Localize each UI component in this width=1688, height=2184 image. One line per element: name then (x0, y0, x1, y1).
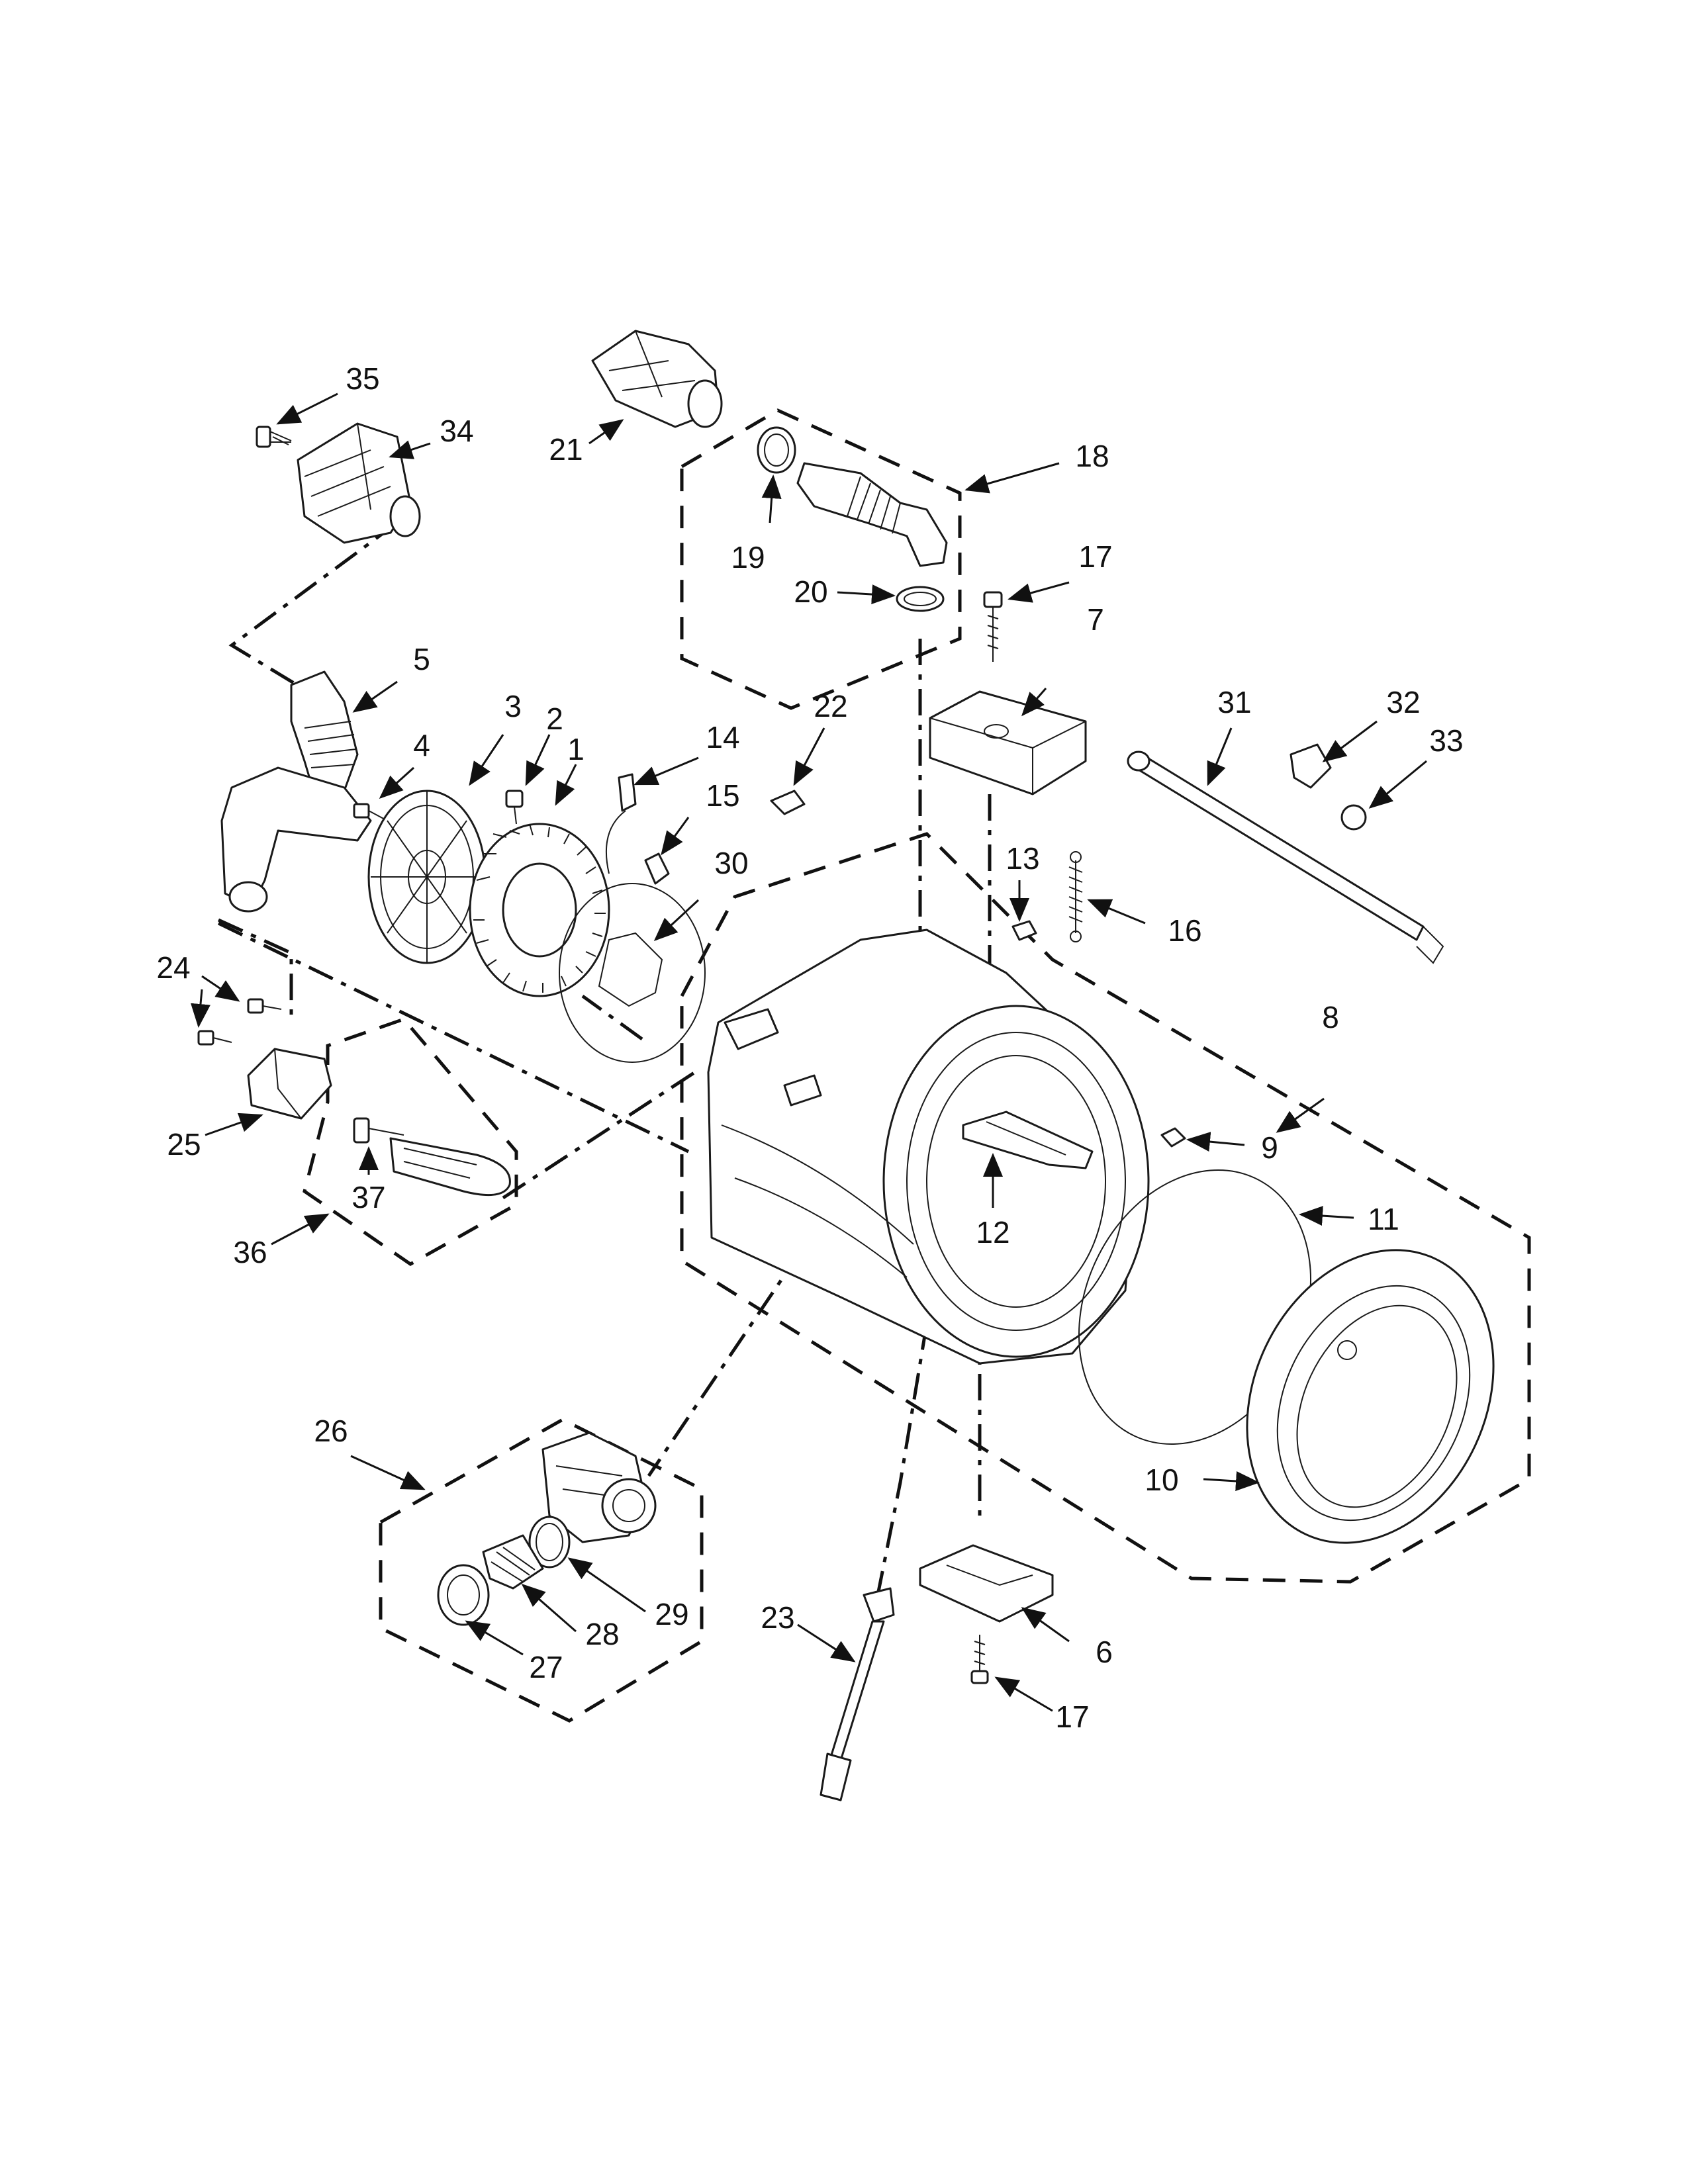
part-27-cap (437, 1564, 490, 1626)
chain-damper (872, 1323, 929, 1615)
part-2-screw (505, 790, 524, 825)
callout-labels: 1 2 3 4 5 6 7 8 9 10 11 12 13 14 15 16 1… (156, 361, 1463, 1734)
chain-heater-right (502, 1070, 696, 1200)
part-24-screws (197, 998, 282, 1046)
part-18-hose (796, 462, 948, 567)
callout-15: 15 (706, 778, 739, 813)
callout-7: 7 (1087, 602, 1104, 637)
callout-22: 22 (814, 689, 847, 723)
callout-17b: 17 (1055, 1700, 1089, 1734)
part-22-clip (770, 790, 806, 815)
callout-2: 2 (546, 702, 563, 736)
chain-heater-to-tub (217, 918, 293, 1023)
part-12-baffle (962, 1111, 1094, 1169)
callout-26: 26 (314, 1414, 348, 1448)
callout-20: 20 (794, 574, 827, 609)
part-9-clip (1160, 1127, 1186, 1148)
part-21-dispenser-bellows (591, 330, 723, 428)
callout-32: 32 (1386, 685, 1420, 719)
callout-11: 11 (1368, 1202, 1399, 1236)
callout-9: 9 (1261, 1130, 1278, 1165)
part-30-gasket (559, 883, 706, 1063)
group-outlines (303, 408, 1531, 1723)
callout-28: 28 (585, 1617, 619, 1651)
part-1-stator (469, 823, 610, 997)
callout-3: 3 (504, 689, 522, 723)
part-17-screw-lower (970, 1635, 989, 1684)
callout-30: 30 (714, 846, 748, 880)
callout-12: 12 (976, 1215, 1009, 1250)
part-3-rotor (367, 790, 487, 964)
part-19-clamp (757, 426, 796, 474)
chain-motor-to-tub (217, 921, 690, 1154)
part-25-bracket (247, 1048, 332, 1120)
callout-21: 21 (549, 432, 583, 467)
part-36-heater (389, 1137, 511, 1197)
callout-24: 24 (156, 950, 190, 985)
part-16-spring (1068, 851, 1083, 942)
part-7-top-bracket (929, 690, 1087, 796)
callout-5: 5 (413, 642, 430, 676)
callout-27: 27 (529, 1650, 563, 1684)
part-35-screw (256, 426, 292, 448)
part-17-screw-upper (983, 591, 1003, 662)
callout-14: 14 (706, 720, 739, 754)
callout-23: 23 (761, 1600, 794, 1635)
callout-1: 1 (567, 732, 585, 766)
callout-18: 18 (1075, 439, 1109, 473)
chain-pump-to-tub (647, 1250, 803, 1477)
part-14-sensor (605, 773, 637, 874)
callout-34: 34 (440, 414, 473, 448)
callout-8: 8 (1322, 1000, 1339, 1034)
callout-17a: 17 (1078, 539, 1112, 574)
part-37-sensor (353, 1117, 404, 1144)
part-32-clip (1289, 743, 1332, 789)
callout-29: 29 (655, 1597, 688, 1631)
callout-35: 35 (346, 361, 379, 396)
part-6-foot-bracket (919, 1544, 1054, 1623)
callout-6: 6 (1096, 1635, 1113, 1669)
callout-16: 16 (1168, 913, 1201, 948)
leader-lines (191, 392, 1427, 1712)
part-13-clip (1011, 920, 1037, 941)
part-8-outer-tub (707, 929, 1150, 1365)
callout-10: 10 (1145, 1463, 1178, 1497)
part-sump-manifold (220, 766, 372, 913)
part-23-damper (820, 1587, 895, 1801)
callout-4: 4 (413, 728, 430, 762)
part-4-screw (353, 803, 388, 821)
callout-37: 37 (352, 1180, 385, 1214)
callout-33: 33 (1429, 723, 1463, 758)
part-29-gasket (528, 1516, 571, 1569)
chain-upper-bracket (228, 521, 399, 704)
part-28-filter (482, 1534, 544, 1590)
part-15-clip (644, 852, 670, 885)
part-34-inlet-bellows (297, 422, 421, 544)
callout-31: 31 (1217, 685, 1251, 719)
callout-36: 36 (233, 1235, 267, 1269)
chain-flange-line (581, 994, 643, 1041)
group-8-outline (680, 832, 1531, 1584)
callout-25: 25 (167, 1127, 201, 1161)
callout-13: 13 (1006, 841, 1039, 876)
part-33-ring (1340, 804, 1367, 831)
part-10-front-ring (1246, 1249, 1495, 1544)
callout-19: 19 (731, 540, 765, 574)
part-31-rod (1127, 751, 1444, 964)
group-36-outline (303, 1017, 518, 1266)
part-20-clamp (896, 586, 945, 612)
part-26-pump-assembly (541, 1432, 657, 1543)
group-18-outline (680, 408, 962, 710)
